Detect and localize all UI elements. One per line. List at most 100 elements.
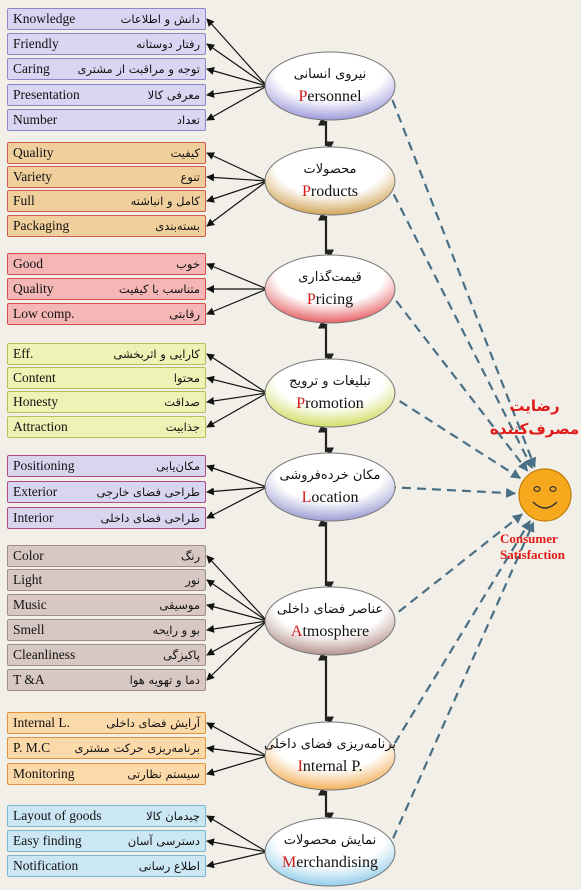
attribute-label-en: Light: [13, 572, 43, 587]
attribute-label-fa: طراحی فضای داخلی: [100, 511, 201, 525]
attribute-box-promotion: Eff.کارایی و اثربخشی: [7, 343, 206, 365]
attribute-label-fa: اطلاع رسانی: [138, 859, 200, 873]
connector-arrow: [206, 620, 268, 681]
factor-title-fa: نیروی انسانی: [293, 67, 367, 82]
attribute-label-fa: رنگ: [180, 549, 200, 563]
attribute-label-fa: سیستم نظارتی: [127, 767, 200, 781]
attribute-label-en: Content: [13, 370, 56, 385]
factor-title-rest: ersonnel: [307, 88, 362, 105]
attribute-label-fa: کارایی و اثربخشی: [113, 347, 200, 361]
factor-title-en: Promotion: [260, 396, 400, 412]
connector-arrow: [206, 67, 268, 87]
attribute-label-en: Packaging: [13, 218, 70, 233]
attribute-label-en: Positioning: [13, 458, 75, 473]
connector-arrow: [206, 18, 268, 87]
attribute-label-fa: معرفی کالا: [147, 88, 200, 102]
attribute-label-fa: کیفیت: [170, 146, 200, 160]
factor-title-en: Location: [260, 490, 400, 506]
attribute-label-en: Low comp.: [13, 306, 75, 321]
attribute-label-fa: پاکیزگی: [162, 648, 200, 662]
factor-ellipse-products: [264, 146, 396, 216]
connector-arrow: [206, 392, 268, 405]
attribute-label-fa: موسیقی: [159, 598, 200, 612]
attribute-label-fa: محتوا: [173, 371, 200, 385]
attribute-label-fa: رقابتی: [169, 307, 200, 321]
attribute-label-fa: صداقت: [164, 395, 200, 409]
factor-title-initial: M: [282, 854, 297, 871]
connector-arrow: [206, 375, 268, 394]
influence-arrow-products: [386, 180, 534, 469]
attribute-label-fa: تنوع: [180, 170, 200, 184]
factor-ellipse-promotion: [264, 358, 396, 428]
attribute-label-fa: رفتار دوستانه: [136, 37, 200, 51]
influence-arrow-atmosphere: [386, 513, 523, 622]
attribute-label-fa: دما و تهویه هوا: [129, 673, 200, 687]
attribute-label-en: Honesty: [13, 394, 58, 409]
connector-arrow: [206, 464, 268, 488]
factor-title-initial: P: [301, 183, 311, 200]
factor-title-en: Pricing: [260, 292, 400, 308]
factor-title-rest: roducts: [310, 183, 358, 200]
factor-ellipse-atmosphere: [264, 586, 396, 656]
factor-title-fa: نمایش محصولات: [283, 833, 377, 848]
connector-arrow: [206, 392, 268, 428]
attribute-label-en: Layout of goods: [13, 808, 102, 823]
connector-arrow: [206, 263, 268, 290]
attribute-label-fa: دسترسی آسان: [127, 834, 200, 848]
factor-label-pricing: قیمت‌گذاری Pricing: [260, 271, 400, 308]
attribute-label-en: Number: [13, 112, 58, 127]
attribute-label-fa: بو و رایحه: [152, 623, 200, 637]
factor-title-en: Atmosphere: [260, 624, 400, 640]
attribute-label-en: Quality: [13, 145, 54, 160]
connector-arrow: [206, 43, 268, 87]
factor-title-en: Internal P.: [260, 759, 400, 775]
connector-arrow: [206, 152, 268, 182]
smiley-eye-icon: [533, 486, 541, 493]
influence-arrow-internal: [386, 520, 531, 757]
connector-arrow: [206, 180, 268, 227]
connector-arrow: [206, 353, 268, 394]
attribute-label-fa: کامل و انباشته: [130, 194, 200, 208]
attribute-label-en: Exterior: [13, 484, 58, 499]
attribute-label-en: Cleanliness: [13, 647, 76, 662]
factor-title-rest: romotion: [305, 395, 364, 412]
attribute-label-en: Good: [13, 256, 43, 271]
attribute-label-fa: آرایش فضای داخلی: [106, 716, 200, 730]
factor-ellipse-location: [264, 452, 396, 522]
attribute-label-fa: چیدمان کالا: [146, 809, 200, 823]
factor-title-initial: L: [301, 489, 312, 506]
influence-arrow-pricing: [386, 288, 529, 472]
satisfaction-fa-line2: مصرف‌کننده: [489, 419, 580, 438]
smiley-face-icon: [518, 468, 572, 522]
attribute-label-en: Internal L.: [13, 715, 70, 730]
attribute-box-atmosphere: Smell بو و رایحه: [7, 619, 206, 641]
factor-title-fa: قیمت‌گذاری: [298, 270, 362, 285]
connector-arrow: [206, 288, 268, 315]
connector-arrow: [206, 180, 268, 203]
attribute-label-fa: برنامه‌ریزی حرکت مشتری: [74, 741, 200, 755]
attribute-label-en: Interior: [13, 510, 54, 525]
connector-arrow: [206, 744, 268, 757]
attribute-label-fa: طراحی فضای خارجی: [96, 485, 200, 499]
attribute-label-en: Smell: [13, 622, 45, 637]
connector-arrow: [206, 555, 268, 622]
attribute-label-en: Caring: [13, 61, 50, 76]
attribute-label-fa: متناسب با کیفیت: [118, 282, 200, 296]
connector-arrow: [206, 755, 268, 776]
attribute-box-promotion: Content محتوا: [7, 367, 206, 389]
connector-arrow: [206, 602, 268, 622]
attribute-label-en: Music: [13, 597, 47, 612]
influence-arrow-location: [386, 485, 517, 498]
attribute-box-promotion: Honesty صداقت: [7, 391, 206, 413]
factor-title-en: Merchandising: [260, 855, 400, 871]
